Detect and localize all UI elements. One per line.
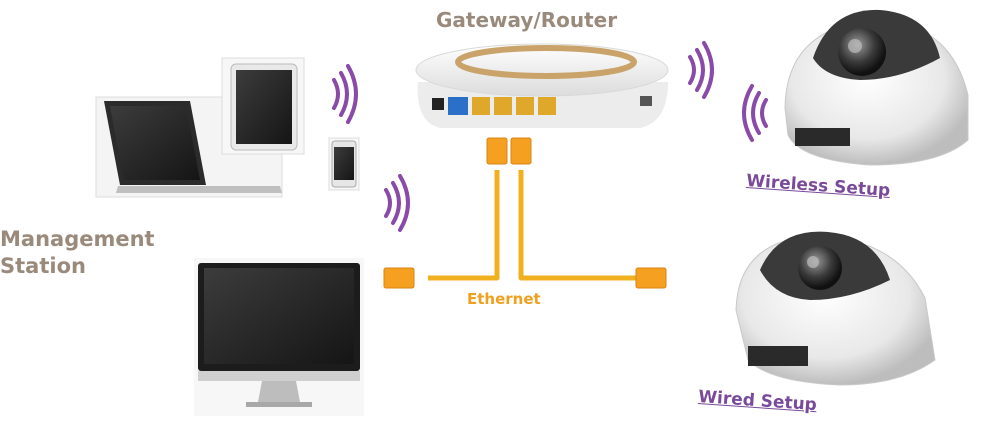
management-station-label-line2: Station (0, 253, 155, 280)
wifi-signal-icon (744, 86, 766, 140)
wifi-signal-icon (334, 66, 356, 122)
dome-camera-wireless-icon (785, 10, 968, 165)
ethernet-cable (428, 170, 636, 278)
ethernet-connector-icon (384, 138, 666, 288)
router-label: Gateway/Router (436, 8, 617, 32)
management-station-label-line1: Management (0, 226, 155, 253)
dome-camera-wired-icon (736, 232, 935, 385)
router-icon (416, 44, 668, 128)
desktop-monitor-icon (194, 258, 364, 416)
smartphone-icon (329, 138, 359, 190)
tablet-icon (222, 58, 304, 154)
ethernet-label: Ethernet (467, 290, 541, 308)
management-station-label: Management Station (0, 226, 155, 280)
wifi-signal-icon (386, 176, 408, 230)
wifi-signal-icon (690, 43, 712, 97)
